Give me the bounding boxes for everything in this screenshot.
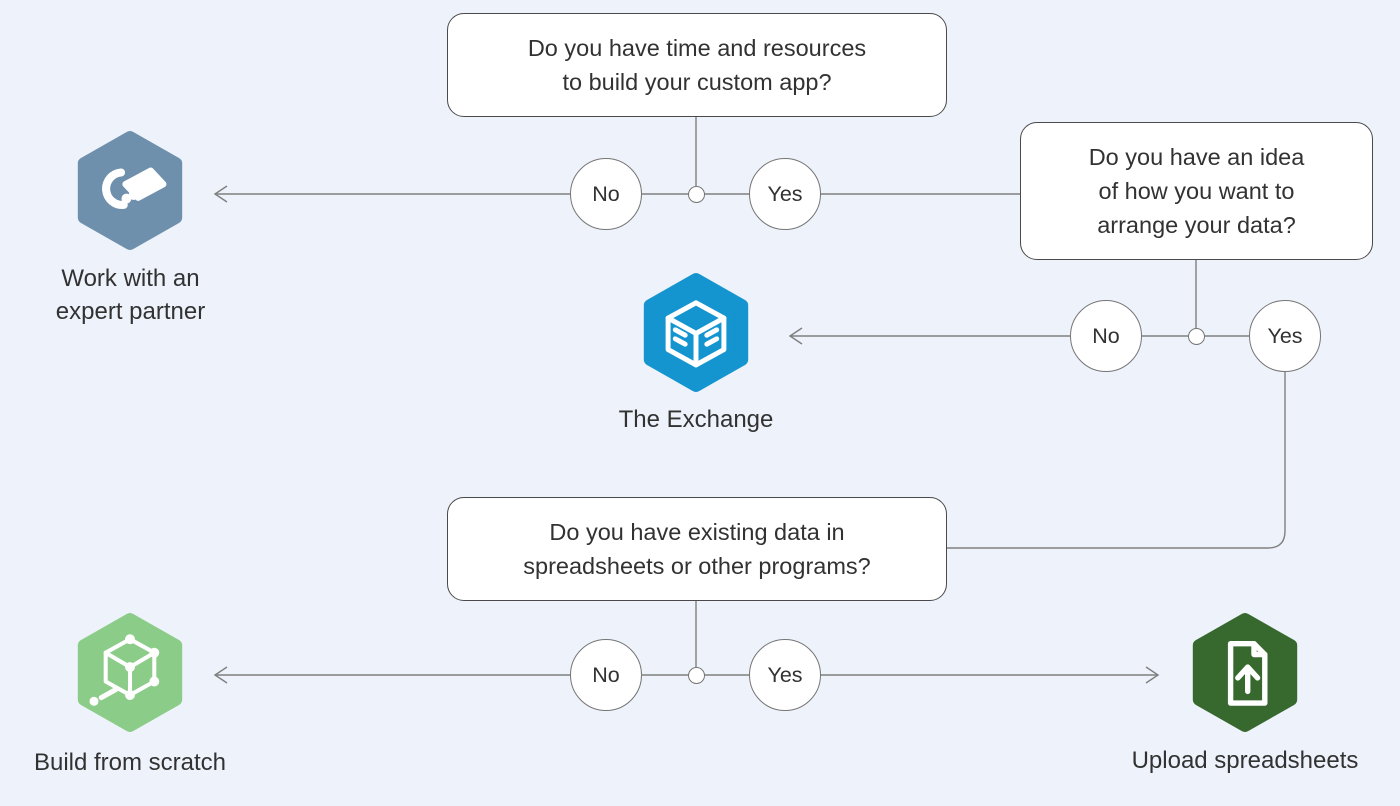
question-box-existing-data: Do you have existing data in spreadsheet…: [447, 497, 947, 601]
node-label-line: expert partner: [55, 298, 206, 325]
node-label-line: The Exchange: [618, 406, 774, 433]
cube-icon: [665, 300, 727, 368]
hexagon-badge: [77, 613, 183, 732]
node-label-line: Upload spreadsheets: [1131, 747, 1359, 774]
junction-dot: [688, 186, 705, 203]
upload-file-icon: [1227, 641, 1268, 706]
wireframe-cube-nodes: [89, 634, 160, 706]
question-line: arrange your data?: [1097, 212, 1296, 238]
question-box-arrange-data: Do you have an idea of how you want to a…: [1020, 122, 1373, 260]
question-line: of how you want to: [1098, 178, 1295, 204]
junction-dot: [1188, 328, 1205, 345]
decision-yes-q3: Yes: [749, 639, 821, 711]
decision-yes-q2: Yes: [1249, 300, 1321, 372]
node-build-from-scratch: [76, 612, 184, 738]
question-line: Do you have an idea: [1088, 144, 1305, 170]
handshake-icon: [102, 167, 167, 209]
junction-dot: [688, 667, 705, 684]
question-line: spreadsheets or other programs?: [523, 553, 871, 579]
node-expert-partner: [76, 130, 184, 256]
hexagon-badge: [643, 273, 749, 392]
decision-yes-q1: Yes: [749, 158, 821, 230]
decision-no-q1: No: [570, 158, 642, 230]
question-line: to build your custom app?: [562, 69, 832, 95]
node-label-upload-spreadsheets: Upload spreadsheets: [1095, 744, 1395, 777]
question-box-time-resources: Do you have time and resources to build …: [447, 13, 947, 117]
question-line: Do you have existing data in: [549, 519, 845, 545]
question-line: Do you have time and resources: [527, 35, 867, 61]
node-upload-spreadsheets: [1191, 612, 1299, 738]
decision-no-q3: No: [570, 639, 642, 711]
node-label-build-from-scratch: Build from scratch: [0, 746, 280, 779]
node-label-line: Build from scratch: [33, 749, 227, 776]
node-label-expert-partner: Work with an expert partner: [38, 262, 223, 328]
node-label-line: Work with an: [61, 265, 200, 292]
hexagon-badge: [77, 131, 183, 250]
node-the-exchange: [642, 272, 750, 398]
hexagon-badge: [1192, 613, 1298, 732]
decision-no-q2: No: [1070, 300, 1142, 372]
node-label-the-exchange: The Exchange: [546, 403, 846, 436]
